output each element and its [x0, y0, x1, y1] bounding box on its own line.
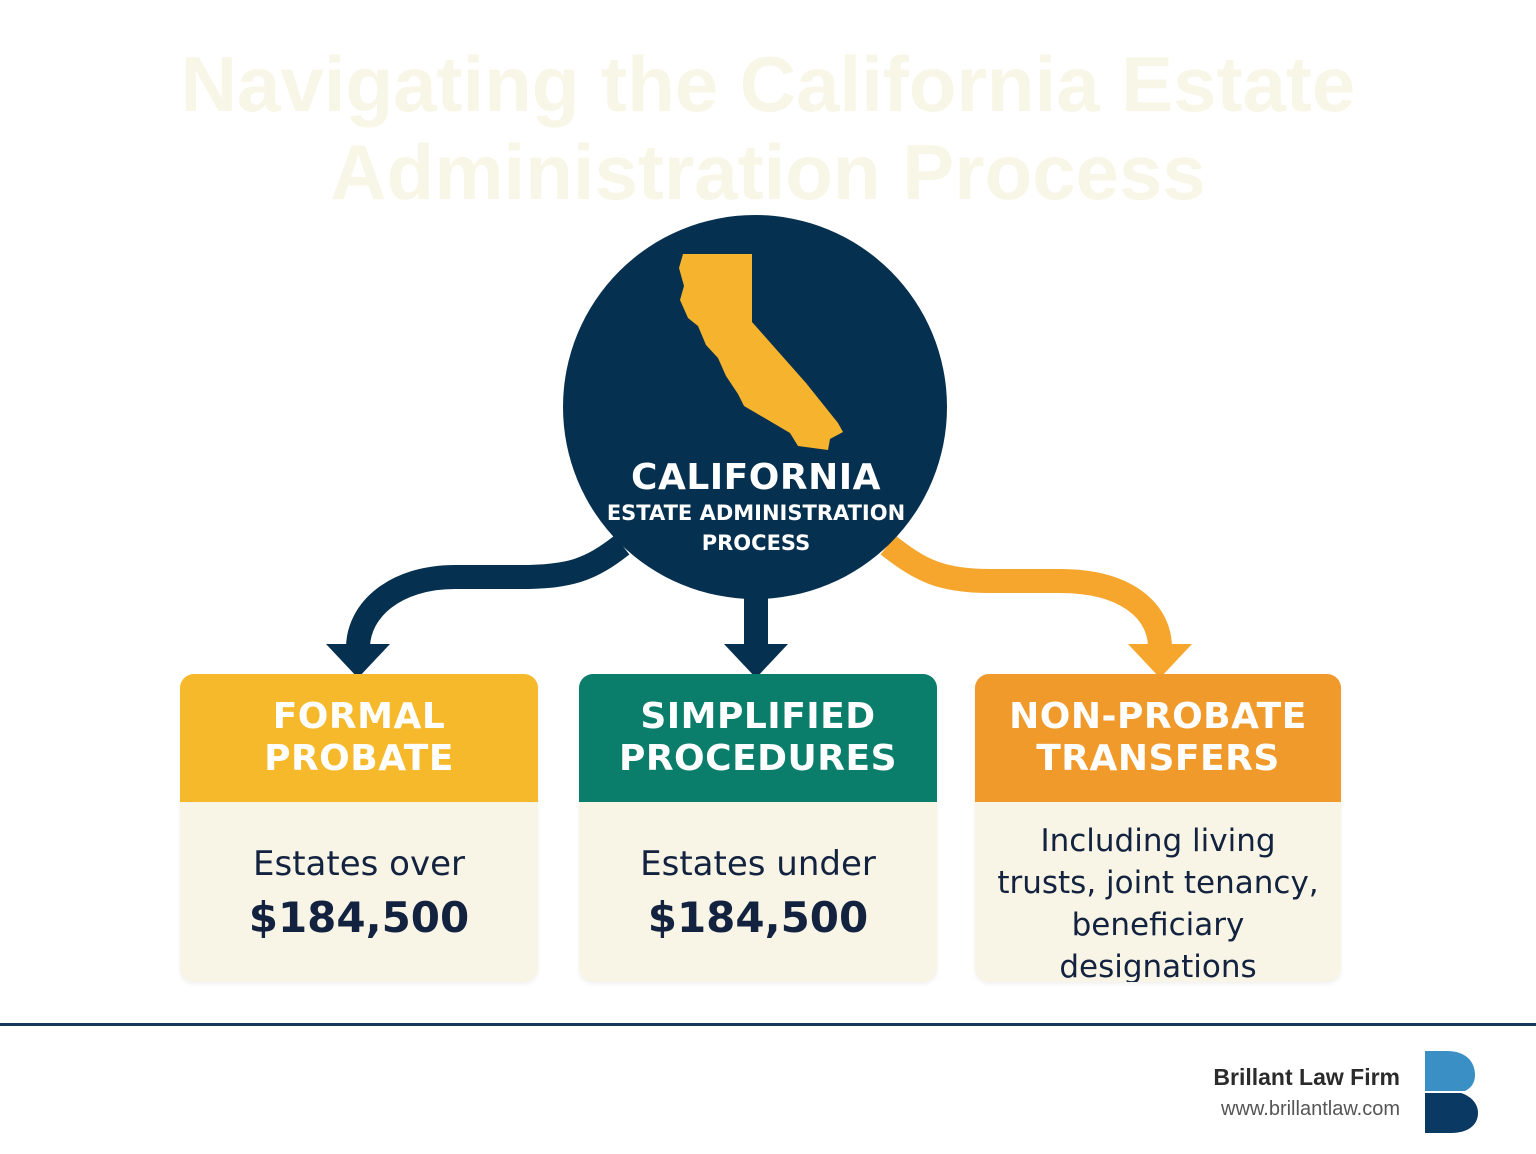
arrow-head-right	[1128, 644, 1192, 678]
card-non-probate-transfers-body: Including living trusts, joint tenancy, …	[975, 802, 1341, 982]
brand-name: Brillant Law Firm	[1213, 1064, 1400, 1090]
body-line-4: designations	[1059, 949, 1257, 982]
body-line: Estates over	[253, 844, 465, 884]
heading-line-1: FORMAL	[272, 696, 446, 737]
card-simplified-procedures: SIMPLIFIED PROCEDURES Estates under $184…	[579, 674, 937, 982]
heading-line-1: NON-PROBATE	[1009, 696, 1307, 737]
arrow-head-middle	[724, 644, 788, 678]
body-line-2: trusts, joint tenancy,	[997, 865, 1319, 901]
brand-url[interactable]: www.brillantlaw.com	[1221, 1098, 1400, 1120]
hub-subtitle-line-2: PROCESS	[701, 531, 811, 555]
body-line: Estates under	[640, 844, 876, 884]
card-formal-probate-heading: FORMAL PROBATE	[180, 674, 538, 802]
title-line-1: Navigating the California Estate	[180, 40, 1356, 128]
body-line-3: beneficiary	[1071, 907, 1245, 943]
card-simplified-procedures-heading: SIMPLIFIED PROCEDURES	[579, 674, 937, 802]
body-line-1: Including living	[1040, 823, 1276, 859]
card-simplified-procedures-body: Estates under $184,500	[579, 802, 937, 982]
body-amount: $184,500	[647, 893, 869, 942]
heading-line-2: TRANSFERS	[1036, 738, 1280, 779]
arrow-to-simplified	[744, 590, 768, 646]
card-non-probate-transfers-heading: NON-PROBATE TRANSFERS	[975, 674, 1341, 802]
arrow-to-non-probate	[880, 535, 1172, 649]
footer-divider	[0, 1023, 1536, 1026]
card-non-probate-transfers: NON-PROBATE TRANSFERS Including living t…	[975, 674, 1341, 982]
title-line-2: Administration Process	[330, 128, 1206, 216]
heading-line-1: SIMPLIFIED	[640, 696, 876, 737]
california-map-icon	[679, 254, 843, 450]
card-formal-probate: FORMAL PROBATE Estates over $184,500	[180, 674, 538, 982]
arrow-to-formal-probate	[346, 535, 630, 649]
heading-line-2: PROCEDURES	[618, 738, 898, 779]
card-formal-probate-body: Estates over $184,500	[180, 802, 538, 982]
hub-subtitle-line-1: ESTATE ADMINISTRATION	[606, 501, 906, 525]
hub-subtitle: ESTATE ADMINISTRATION PROCESS	[580, 498, 932, 558]
brillant-b-logo-icon	[1425, 1051, 1478, 1133]
arrow-head-left	[326, 644, 390, 678]
hub-title: CALIFORNIA	[631, 457, 881, 498]
heading-line-2: PROBATE	[264, 738, 454, 779]
body-amount: $184,500	[248, 893, 470, 942]
page-title: Navigating the California Estate Adminis…	[0, 40, 1536, 216]
